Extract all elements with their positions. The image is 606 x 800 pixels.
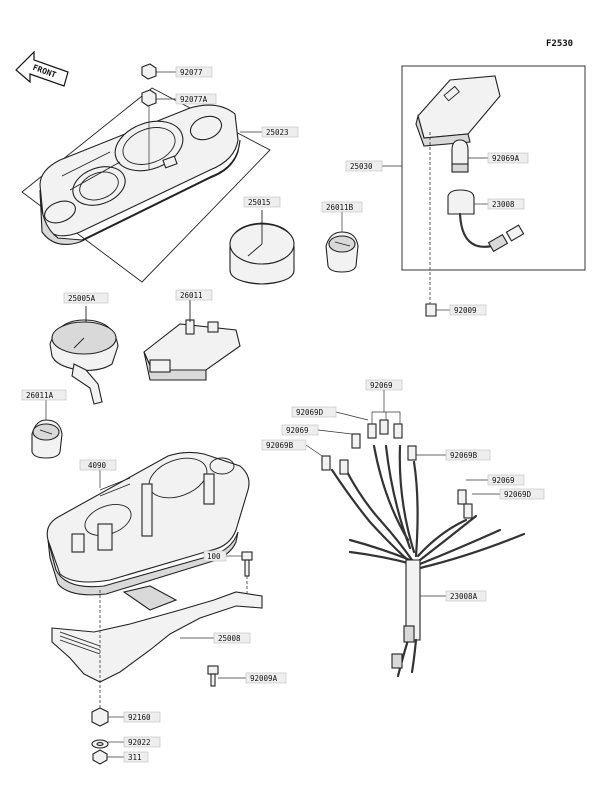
callout-92069D-top[interactable]: 92069D <box>291 406 369 421</box>
bolt-92009A <box>207 665 219 687</box>
label-26011B: 26011B <box>326 203 354 212</box>
callout-92069D-right[interactable]: 92069D <box>472 488 545 500</box>
label-92069-mid: 92069 <box>286 426 309 435</box>
callout-25030[interactable]: 25030 <box>345 160 402 172</box>
nut-311 <box>92 749 108 765</box>
callout-92009A[interactable]: 92009A <box>218 672 287 684</box>
label-23008: 23008 <box>492 200 515 209</box>
label-311: 311 <box>128 753 142 762</box>
bracket-25008 <box>51 585 263 683</box>
label-25030: 25030 <box>350 162 373 171</box>
cap-92077 <box>141 63 157 80</box>
label-92160: 92160 <box>128 713 151 722</box>
label-92069D-top: 92069D <box>296 408 324 417</box>
callout-100[interactable]: 100 <box>203 550 242 562</box>
label-23008A: 23008A <box>450 592 478 601</box>
label-25023: 25023 <box>266 128 289 137</box>
callout-23008[interactable]: 23008 <box>474 198 525 210</box>
label-25008: 25008 <box>218 634 241 643</box>
callout-92069-top[interactable]: 92069 <box>365 379 403 412</box>
label-4090: 4090 <box>88 461 107 470</box>
label-92077: 92077 <box>180 68 203 77</box>
callout-92069-right[interactable]: 92069 <box>466 474 525 486</box>
callout-92077[interactable]: 92077 <box>156 66 213 78</box>
callout-26011A[interactable]: 26011A <box>21 389 67 420</box>
front-arrow-icon: FRONT <box>15 50 69 87</box>
callout-92069B-right[interactable]: 92069B <box>416 449 491 461</box>
callout-92069-mid[interactable]: 92069 <box>281 424 353 436</box>
speedometer-25005A <box>49 306 119 405</box>
callout-311[interactable]: 311 <box>107 751 149 763</box>
label-26011: 26011 <box>180 291 203 300</box>
callout-92009[interactable]: 92009 <box>436 304 487 316</box>
label-92009: 92009 <box>454 306 477 315</box>
label-100: 100 <box>207 552 221 561</box>
bolt-100 <box>241 551 253 596</box>
label-92069-right: 92069 <box>492 476 515 485</box>
callout-25008[interactable]: 25008 <box>180 632 251 644</box>
label-92022: 92022 <box>128 738 151 747</box>
label-92009A: 92009A <box>250 674 278 683</box>
callout-26011[interactable]: 26011 <box>175 289 213 301</box>
label-92069A: 92069A <box>492 154 520 163</box>
callout-26011B[interactable]: 26011B <box>321 201 363 232</box>
callout-25005A[interactable]: 25005A <box>63 292 109 304</box>
callout-25015[interactable]: 25015 <box>243 196 281 208</box>
callout-92160[interactable]: 92160 <box>108 711 161 723</box>
callout-25023[interactable]: 25023 <box>240 126 299 138</box>
indicator-assembly <box>401 65 586 317</box>
callout-92077A[interactable]: 92077A <box>156 93 217 105</box>
tachometer-25015 <box>229 210 295 285</box>
label-92069B-left: 92069B <box>266 441 294 450</box>
label-92069-top: 92069 <box>370 381 393 390</box>
nut-92160 <box>91 590 109 727</box>
meter-case-4090 <box>46 451 250 596</box>
callout-92069A[interactable]: 92069A <box>468 152 529 164</box>
callout-4090[interactable]: 4090 <box>79 459 117 488</box>
label-92069D-right: 92069D <box>504 490 532 499</box>
callout-23008A[interactable]: 23008A <box>420 590 487 602</box>
diagram-code: F2530 <box>546 39 573 49</box>
label-25005A: 25005A <box>68 294 96 303</box>
wire-harness-23008A <box>321 411 526 678</box>
harness-26011 <box>143 300 241 381</box>
label-25015: 25015 <box>248 198 271 207</box>
label-92077A: 92077A <box>180 95 208 104</box>
meter-cover-assembly <box>21 87 271 283</box>
callout-92069B-left[interactable]: 92069B <box>261 439 323 457</box>
cap-92077A <box>141 89 157 170</box>
label-26011A: 26011A <box>26 391 54 400</box>
callout-92022[interactable]: 92022 <box>108 736 161 748</box>
socket-26011B <box>325 231 359 273</box>
socket-26011A <box>31 419 63 459</box>
label-92069B-right: 92069B <box>450 451 478 460</box>
washer-92022 <box>91 739 109 749</box>
